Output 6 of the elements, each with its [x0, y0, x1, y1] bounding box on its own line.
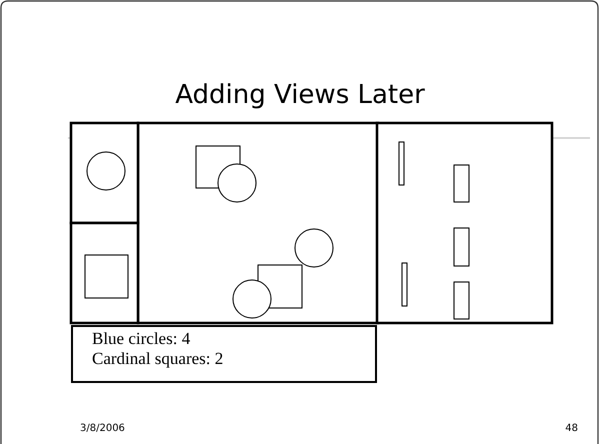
count-text: Blue circles: 4	[91, 329, 190, 349]
count-text: Cardinal squares: 2	[91, 349, 224, 369]
page-number: 48	[565, 423, 578, 434]
count-box	[71, 325, 377, 383]
date-footer: 3/8/2006	[80, 423, 125, 434]
slide-title: Adding Views Later	[175, 80, 425, 110]
